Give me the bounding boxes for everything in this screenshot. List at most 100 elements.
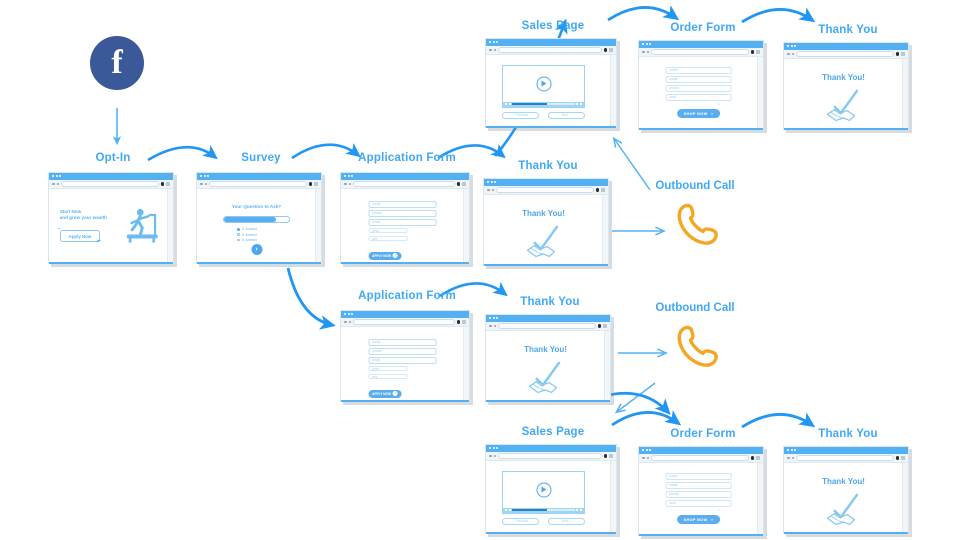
- scrollbar[interactable]: [315, 189, 321, 264]
- survey-answer-3[interactable]: 3. Answer: [237, 238, 285, 242]
- back-icon[interactable]: [489, 454, 492, 458]
- field-phone[interactable]: phone: [368, 348, 437, 355]
- previous-button[interactable]: ‹ Previous: [502, 517, 539, 525]
- menu-icon[interactable]: [462, 320, 466, 324]
- menu-icon[interactable]: [901, 52, 905, 56]
- facebook-logo-icon[interactable]: f: [90, 36, 144, 90]
- field-name[interactable]: name: [368, 339, 437, 346]
- previous-button[interactable]: ‹ Previous: [502, 111, 539, 119]
- thankyou-top-right-browser-window[interactable]: Thank You!: [783, 42, 909, 130]
- menu-icon[interactable]: [609, 454, 613, 458]
- address-bar[interactable]: [353, 180, 455, 188]
- gear-icon[interactable]: [895, 456, 899, 460]
- field-email[interactable]: email: [368, 357, 437, 364]
- shop-now-button[interactable]: SHOP NOW »: [676, 514, 721, 525]
- address-bar[interactable]: [498, 46, 602, 54]
- address-bar[interactable]: [651, 48, 749, 56]
- radio-icon[interactable]: [237, 227, 241, 231]
- menu-icon[interactable]: [756, 50, 760, 54]
- pause-small-icon[interactable]: [508, 103, 511, 106]
- salespage-top-browser-window[interactable]: ‹ Previous Next ›: [485, 38, 617, 128]
- forward-icon[interactable]: [646, 50, 649, 54]
- gear-icon[interactable]: [308, 182, 312, 186]
- address-bar[interactable]: [61, 180, 159, 188]
- next-button[interactable]: Next ›: [548, 111, 585, 119]
- play-small-icon[interactable]: [505, 509, 508, 512]
- forward-icon[interactable]: [493, 454, 496, 458]
- back-icon[interactable]: [787, 52, 790, 56]
- back-icon[interactable]: [489, 48, 492, 52]
- forward-icon[interactable]: [491, 188, 494, 192]
- menu-icon[interactable]: [166, 182, 170, 186]
- menu-icon[interactable]: [901, 456, 905, 460]
- salespage-bottom-browser-window[interactable]: ‹ Previous Next ›: [485, 444, 617, 534]
- thankyou-mid-browser-window[interactable]: Thank You!: [483, 178, 609, 266]
- optin-apply-now-button[interactable]: Apply Now: [59, 230, 101, 243]
- gear-icon[interactable]: [595, 188, 599, 192]
- pause-small-icon[interactable]: [508, 509, 511, 512]
- back-icon[interactable]: [200, 182, 203, 186]
- forward-icon[interactable]: [791, 456, 794, 460]
- fullscreen-icon[interactable]: [579, 103, 582, 106]
- gear-icon[interactable]: [750, 50, 754, 54]
- scrollbar[interactable]: [604, 331, 610, 402]
- forward-icon[interactable]: [204, 182, 207, 186]
- orderform-bottom-browser-window[interactable]: name email phone card ↴ SHOP NOW » ··: [638, 446, 764, 536]
- optin-browser-window[interactable]: Start Now and grow your wealth ✦ Apply N…: [48, 172, 174, 264]
- forward-icon[interactable]: [56, 182, 59, 186]
- address-bar[interactable]: [651, 454, 749, 462]
- forward-icon[interactable]: [493, 48, 496, 52]
- address-bar[interactable]: [496, 186, 594, 194]
- survey-next-button[interactable]: ›: [251, 243, 262, 255]
- forward-icon[interactable]: [791, 52, 794, 56]
- address-bar[interactable]: [498, 452, 602, 460]
- field-email[interactable]: email: [368, 219, 437, 226]
- menu-icon[interactable]: [603, 324, 607, 328]
- forward-icon[interactable]: [493, 324, 496, 328]
- address-bar[interactable]: [209, 180, 307, 188]
- forward-icon[interactable]: [646, 456, 649, 460]
- field-phone[interactable]: phone: [665, 491, 732, 498]
- appform-top-browser-window[interactable]: name phone email price sex APPLY NOW ›: [340, 172, 470, 264]
- scrollbar[interactable]: [463, 189, 469, 264]
- back-icon[interactable]: [642, 456, 645, 460]
- gear-icon[interactable]: [456, 320, 460, 324]
- field-email[interactable]: email: [665, 482, 732, 489]
- scrollbar[interactable]: [610, 461, 616, 534]
- orderform-top-browser-window[interactable]: name email phone card ↴ SHOP NOW » ··: [638, 40, 764, 130]
- back-icon[interactable]: [487, 188, 490, 192]
- back-icon[interactable]: [344, 320, 347, 324]
- field-card[interactable]: card: [665, 94, 732, 101]
- field-card[interactable]: card: [665, 500, 732, 507]
- scrollbar[interactable]: [757, 463, 763, 536]
- scrollbar[interactable]: [610, 55, 616, 128]
- gear-icon[interactable]: [160, 182, 164, 186]
- radio-icon[interactable]: [237, 238, 241, 242]
- volume-icon[interactable]: [576, 103, 579, 106]
- appform-bottom-browser-window[interactable]: name phone email price sex APPLY NOW ›: [340, 310, 470, 402]
- scrollbar[interactable]: [757, 57, 763, 130]
- gear-icon[interactable]: [603, 454, 607, 458]
- video-track[interactable]: [512, 103, 575, 106]
- thankyou-bottom-mid-browser-window[interactable]: Thank You!: [485, 314, 611, 402]
- shop-now-button[interactable]: SHOP NOW »: [676, 108, 721, 119]
- field-name[interactable]: name: [665, 67, 732, 74]
- field-phone[interactable]: phone: [665, 85, 732, 92]
- gear-icon[interactable]: [603, 48, 607, 52]
- thankyou-bottom-right-browser-window[interactable]: Thank You!: [783, 446, 909, 534]
- apply-now-submit-button[interactable]: APPLY NOW ›: [368, 251, 403, 260]
- address-bar[interactable]: [498, 322, 596, 330]
- video-progress-bar[interactable]: [503, 101, 584, 107]
- back-icon[interactable]: [642, 50, 645, 54]
- video-player[interactable]: [502, 65, 585, 108]
- forward-icon[interactable]: [348, 182, 351, 186]
- field-phone[interactable]: phone: [368, 210, 437, 217]
- apply-now-submit-button[interactable]: APPLY NOW ›: [368, 389, 403, 398]
- survey-browser-window[interactable]: Your Question to Ask? 1. Answer 2. Answe…: [196, 172, 322, 264]
- play-triangle-icon[interactable]: [536, 482, 551, 498]
- menu-icon[interactable]: [756, 456, 760, 460]
- survey-answer-2[interactable]: 2. Answer: [237, 233, 285, 237]
- field-name[interactable]: name: [665, 473, 732, 480]
- gear-icon[interactable]: [895, 52, 899, 56]
- back-icon[interactable]: [489, 324, 492, 328]
